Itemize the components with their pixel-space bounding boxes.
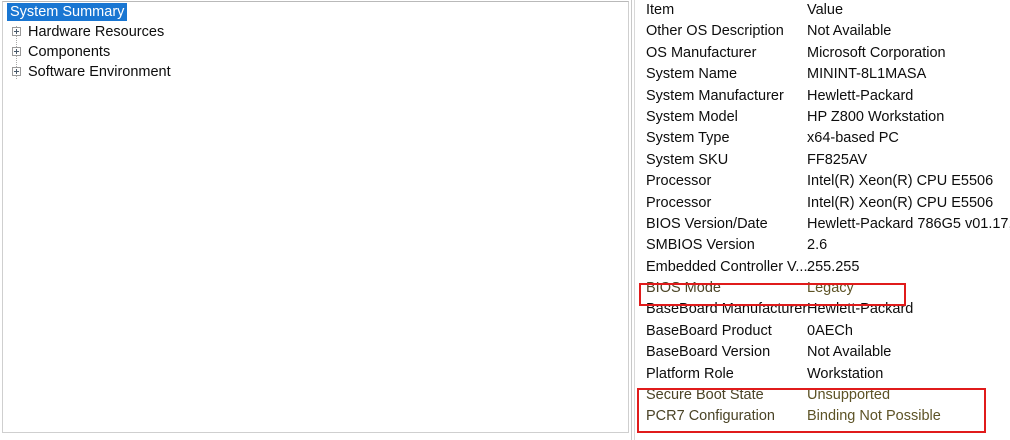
cell-value: Intel(R) Xeon(R) CPU E5506 [807, 194, 994, 211]
cell-value: Intel(R) Xeon(R) CPU E5506 [807, 173, 994, 190]
pane-splitter[interactable] [631, 0, 637, 440]
cell-item: Platform Role [646, 365, 734, 382]
tree-item-label: System Summary [7, 3, 128, 22]
tree-item-label: Hardware Resources [28, 24, 165, 41]
cell-item: System SKU [646, 151, 729, 168]
cell-value: Unsupported [807, 387, 891, 404]
cell-value: FF825AV [807, 151, 868, 168]
cell-item: Processor [646, 194, 712, 211]
cell-value: MININT-8L1MASA [807, 66, 927, 83]
column-header-item[interactable]: Item [646, 2, 675, 18]
tree-item-hardware-resources[interactable]: Hardware Resources [3, 22, 628, 42]
cell-item: BaseBoard Manufacturer [646, 301, 808, 318]
table-row[interactable]: SMBIOS Version 2.6 [637, 235, 1010, 256]
tree-item-components[interactable]: Components [3, 42, 628, 62]
cell-item: OS Manufacturer [646, 44, 757, 61]
cell-item: BIOS Version/Date [646, 215, 768, 232]
table-row[interactable]: PCR7 Configuration Binding Not Possible [637, 406, 1010, 427]
cell-value: Microsoft Corporation [807, 44, 946, 61]
cell-value: Hewlett-Packard [807, 87, 914, 104]
cell-item: BaseBoard Version [646, 344, 771, 361]
cell-item: System Type [646, 130, 730, 147]
cell-item: SMBIOS Version [646, 237, 755, 254]
cell-value: Not Available [807, 344, 892, 361]
cell-item: System Model [646, 108, 738, 125]
tree-item-system-summary[interactable]: System Summary [3, 2, 628, 22]
cell-value: 0AECh [807, 322, 853, 339]
cell-item: Secure Boot State [646, 387, 764, 404]
cell-item: System Name [646, 66, 738, 83]
list-header-row[interactable]: Item Value [637, 0, 1010, 21]
cell-item: PCR7 Configuration [646, 408, 775, 425]
cell-value: Hewlett-Packard [807, 301, 914, 318]
table-row[interactable]: BaseBoard Product 0AECh [637, 321, 1010, 342]
splitter-line-right [634, 0, 635, 440]
table-row[interactable]: BIOS Version/Date Hewlett-Packard 786G5 v… [637, 214, 1010, 235]
table-row[interactable]: BaseBoard Version Not Available [637, 342, 1010, 363]
table-row[interactable]: Secure Boot State Unsupported [637, 385, 1010, 406]
table-row[interactable]: System Type x64-based PC [637, 128, 1010, 149]
cell-value: 2.6 [807, 237, 828, 254]
table-row[interactable]: Embedded Controller V...255.255 [637, 257, 1010, 278]
tree-item-label: Components [28, 44, 111, 61]
expand-plus-icon[interactable] [12, 26, 21, 36]
cell-item: Embedded Controller V... [646, 258, 808, 275]
cell-value: Legacy [807, 280, 854, 297]
splitter-line-left [631, 0, 632, 440]
table-row[interactable]: System Manufacturer Hewlett-Packard [637, 86, 1010, 107]
cell-item: Processor [646, 173, 712, 190]
table-row[interactable]: Processor Intel(R) Xeon(R) CPU E5506 [637, 171, 1010, 192]
table-row[interactable]: BIOS Mode Legacy [637, 278, 1010, 299]
table-row[interactable]: Platform Role Workstation [637, 364, 1010, 385]
cell-value: Binding Not Possible [807, 408, 941, 425]
table-row[interactable]: Other OS Description Not Available [637, 21, 1010, 42]
cell-item: System Manufacturer [646, 87, 784, 104]
table-row[interactable]: System Model HP Z800 Workstation [637, 107, 1010, 128]
cell-value: Not Available [807, 23, 892, 40]
cell-item: Other OS Description [646, 23, 784, 40]
table-row[interactable]: System SKU FF825AV [637, 150, 1010, 171]
tree-item-software-environment[interactable]: Software Environment [3, 62, 628, 82]
cell-value: Hewlett-Packard 786G5 v01.17, 8/ [807, 215, 1010, 232]
column-header-value[interactable]: Value [807, 2, 844, 18]
table-row[interactable]: Processor Intel(R) Xeon(R) CPU E5506 [637, 193, 1010, 214]
cell-value: HP Z800 Workstation [807, 108, 945, 125]
table-row[interactable]: OS Manufacturer Microsoft Corporation [637, 43, 1010, 64]
expand-plus-icon[interactable] [12, 46, 21, 56]
expand-plus-icon[interactable] [12, 66, 21, 76]
table-row[interactable]: System Name MININT-8L1MASA [637, 64, 1010, 85]
tree-item-label: Software Environment [28, 64, 171, 81]
cell-value: Workstation [807, 365, 884, 382]
cell-value: 255.255 [807, 258, 860, 275]
cell-value: x64-based PC [807, 130, 899, 147]
cell-item: BaseBoard Product [646, 322, 772, 339]
cell-item: BIOS Mode [646, 280, 721, 297]
